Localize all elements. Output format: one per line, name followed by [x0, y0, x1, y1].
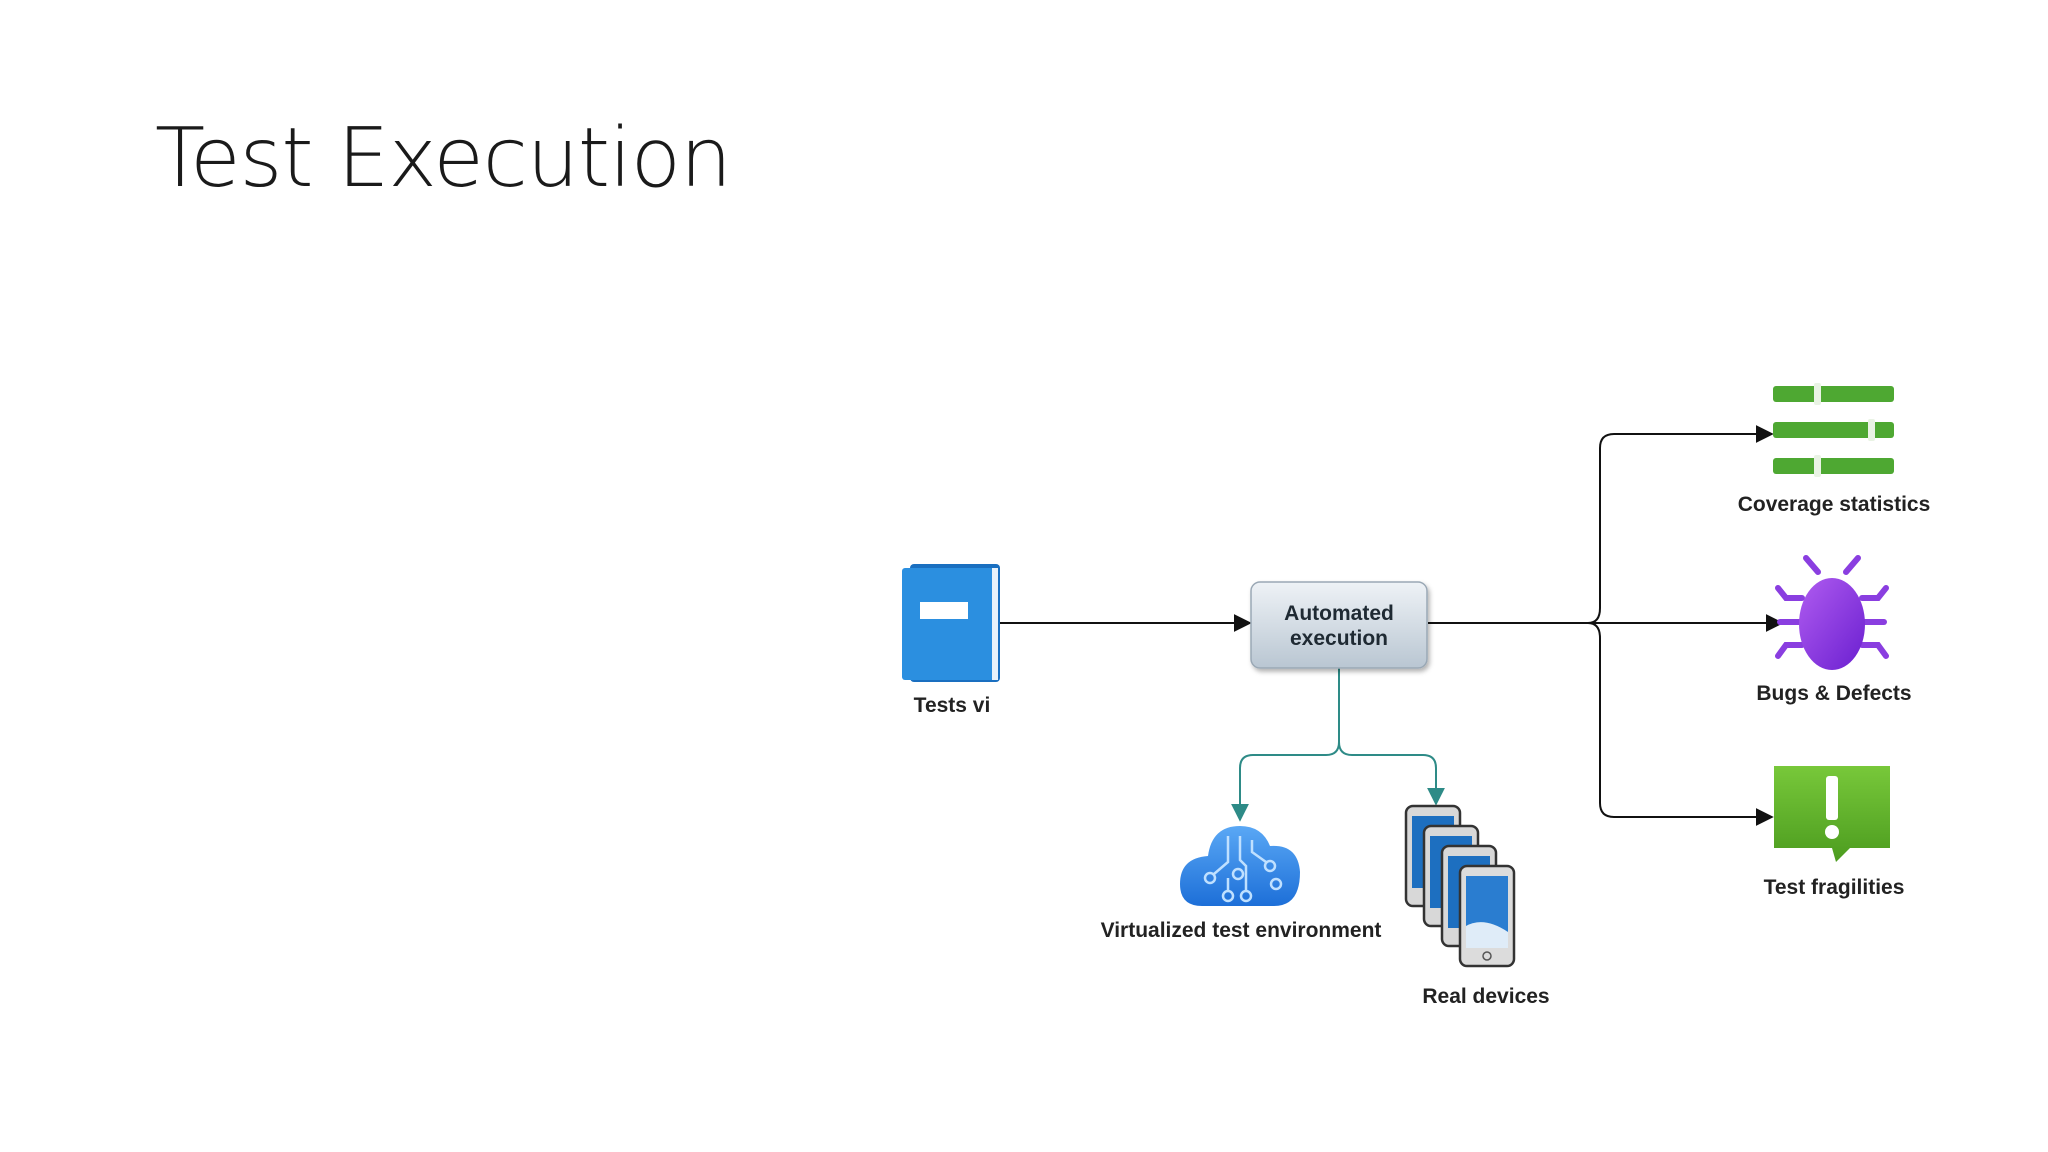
slide-title: Test Execution	[155, 111, 732, 206]
bug-icon	[1775, 555, 1889, 659]
automated-label-line1: Automated	[1284, 602, 1394, 625]
node-tests: Tests vi	[902, 564, 1000, 717]
sliders-icon	[1773, 383, 1894, 477]
node-bugs-defects: Bugs & Defects	[1756, 555, 1912, 705]
connector-to-coverage	[1587, 425, 1774, 624]
bugs-label: Bugs & Defects	[1756, 682, 1911, 705]
node-coverage-statistics: Coverage statistics	[1738, 383, 1931, 516]
coverage-label: Coverage statistics	[1738, 493, 1931, 516]
connector-to-virtual-env	[1231, 668, 1340, 822]
node-automated-execution: Automated execution	[1250, 581, 1428, 669]
connectors	[1000, 425, 1784, 826]
alert-speech-icon	[1774, 766, 1890, 862]
node-virtualized-env: Virtualized test environment	[1101, 826, 1382, 942]
virtual-env-label: Virtualized test environment	[1101, 919, 1382, 942]
cloud-circuit-icon	[1180, 826, 1300, 906]
node-real-devices: Real devices	[1404, 804, 1550, 1008]
tests-label: Tests vi	[914, 694, 991, 717]
fragilities-label: Test fragilities	[1764, 876, 1905, 899]
automated-label-line2: execution	[1290, 627, 1388, 650]
book-icon	[902, 564, 1000, 682]
real-devices-label: Real devices	[1422, 985, 1549, 1008]
node-test-fragilities: Test fragilities	[1764, 766, 1905, 899]
connector-to-fragilities	[1587, 622, 1774, 826]
connector-to-real-devices	[1338, 741, 1445, 806]
tablets-icon	[1404, 804, 1516, 968]
